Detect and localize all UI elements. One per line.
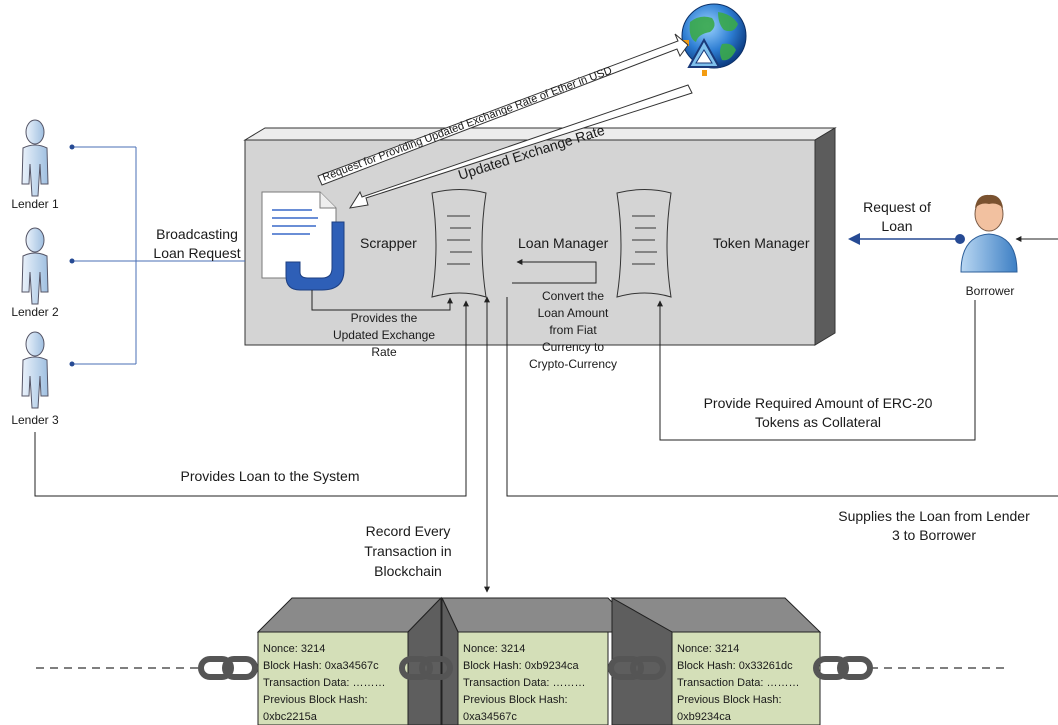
loan-manager-scroll-icon: [431, 189, 487, 298]
block-2-prev: 0xa34567c: [463, 711, 517, 723]
lender-3-label: Lender 3: [11, 413, 59, 427]
provides-rate-label-1: Provides the: [351, 311, 418, 325]
block-3-hash: Block Hash: 0x33261dc: [677, 660, 793, 672]
request-of-loan-label-1: Request of: [863, 199, 931, 215]
block-1-data: Transaction Data: ………: [263, 677, 385, 689]
conversion-loop-connector: [512, 259, 597, 284]
token-manager-scroll-icon: [616, 189, 672, 298]
convert-label-5: Crypto-Currency: [529, 357, 617, 371]
broadcasting-label-1: Broadcasting: [156, 226, 238, 242]
block-3-nonce: Nonce: 3214: [677, 643, 739, 655]
lender-1-person-icon: [21, 119, 49, 197]
block-1-hash: Block Hash: 0xa34567c: [263, 660, 379, 672]
system-box-side: [814, 127, 836, 346]
block-3-data: Transaction Data: ………: [677, 677, 799, 689]
block-1-prev: 0xbc2215a: [263, 711, 318, 723]
updated-rate-arrow: [348, 84, 693, 209]
chain-link-icon-4: [813, 656, 873, 680]
block-2-data: Transaction Data: ………: [463, 677, 585, 689]
globe-icon: [681, 3, 747, 76]
record-label-2: Transaction in: [364, 543, 451, 559]
block-2-hash: Block Hash: 0xb9234ca: [463, 660, 579, 672]
convert-label-3: from Fiat: [549, 323, 597, 337]
collateral-connector: [657, 300, 976, 441]
block-1-nonce: Nonce: 3214: [263, 643, 325, 655]
collateral-label-1: Provide Required Amount of ERC-20: [704, 395, 933, 411]
chain-link-icon-2: [399, 656, 453, 680]
convert-label-4: Currency to: [542, 340, 604, 354]
lender-3-person-icon: [21, 331, 49, 409]
scrapper-to-loan-manager-connector: [311, 290, 453, 311]
collateral-label-2: Tokens as Collateral: [755, 414, 881, 430]
convert-label-2: Loan Amount: [538, 306, 609, 320]
broadcasting-label-2: Loan Request: [153, 245, 240, 261]
exchange-request-arrow: [317, 33, 689, 186]
supplies-loan-connector: [506, 297, 1058, 497]
block-2-nonce: Nonce: 3214: [463, 643, 525, 655]
token-manager-label: Token Manager: [713, 235, 810, 251]
block-2: [441, 597, 643, 725]
borrower-label: Borrower: [966, 284, 1015, 298]
record-label-1: Record Every: [366, 523, 451, 539]
provides-loan-label: Provides Loan to the System: [181, 468, 360, 484]
chain-link-icon-1: [198, 656, 258, 680]
lender-2-label: Lender 2: [11, 305, 59, 319]
block-3-prev-label: Previous Block Hash:: [677, 694, 782, 706]
scrapper-label: Scrapper: [360, 235, 417, 251]
scrapper-document-icon: [261, 191, 345, 291]
provides-rate-label-3: Rate: [371, 345, 397, 359]
request-of-loan-label-2: Loan: [881, 218, 912, 234]
supplies-loan-label-1: Supplies the Loan from Lender: [838, 508, 1030, 524]
supplies-loan-label-2: 3 to Borrower: [892, 527, 976, 543]
convert-label-1: Convert the: [542, 289, 604, 303]
loan-manager-label: Loan Manager: [518, 235, 609, 251]
chain-link-icon-3: [608, 656, 666, 680]
block-3-prev: 0xb9234ca: [677, 711, 732, 723]
borrower-person-icon: [960, 194, 1018, 273]
lender-1-label: Lender 1: [11, 197, 59, 211]
block-1-prev-label: Previous Block Hash:: [263, 694, 368, 706]
record-label-3: Blockchain: [374, 563, 442, 579]
provides-rate-label-2: Updated Exchange: [333, 328, 435, 342]
block-2-prev-label: Previous Block Hash:: [463, 694, 568, 706]
broadcast-connector: [69, 144, 245, 367]
lender-2-person-icon: [21, 227, 49, 305]
provides-loan-connector: [34, 300, 469, 497]
